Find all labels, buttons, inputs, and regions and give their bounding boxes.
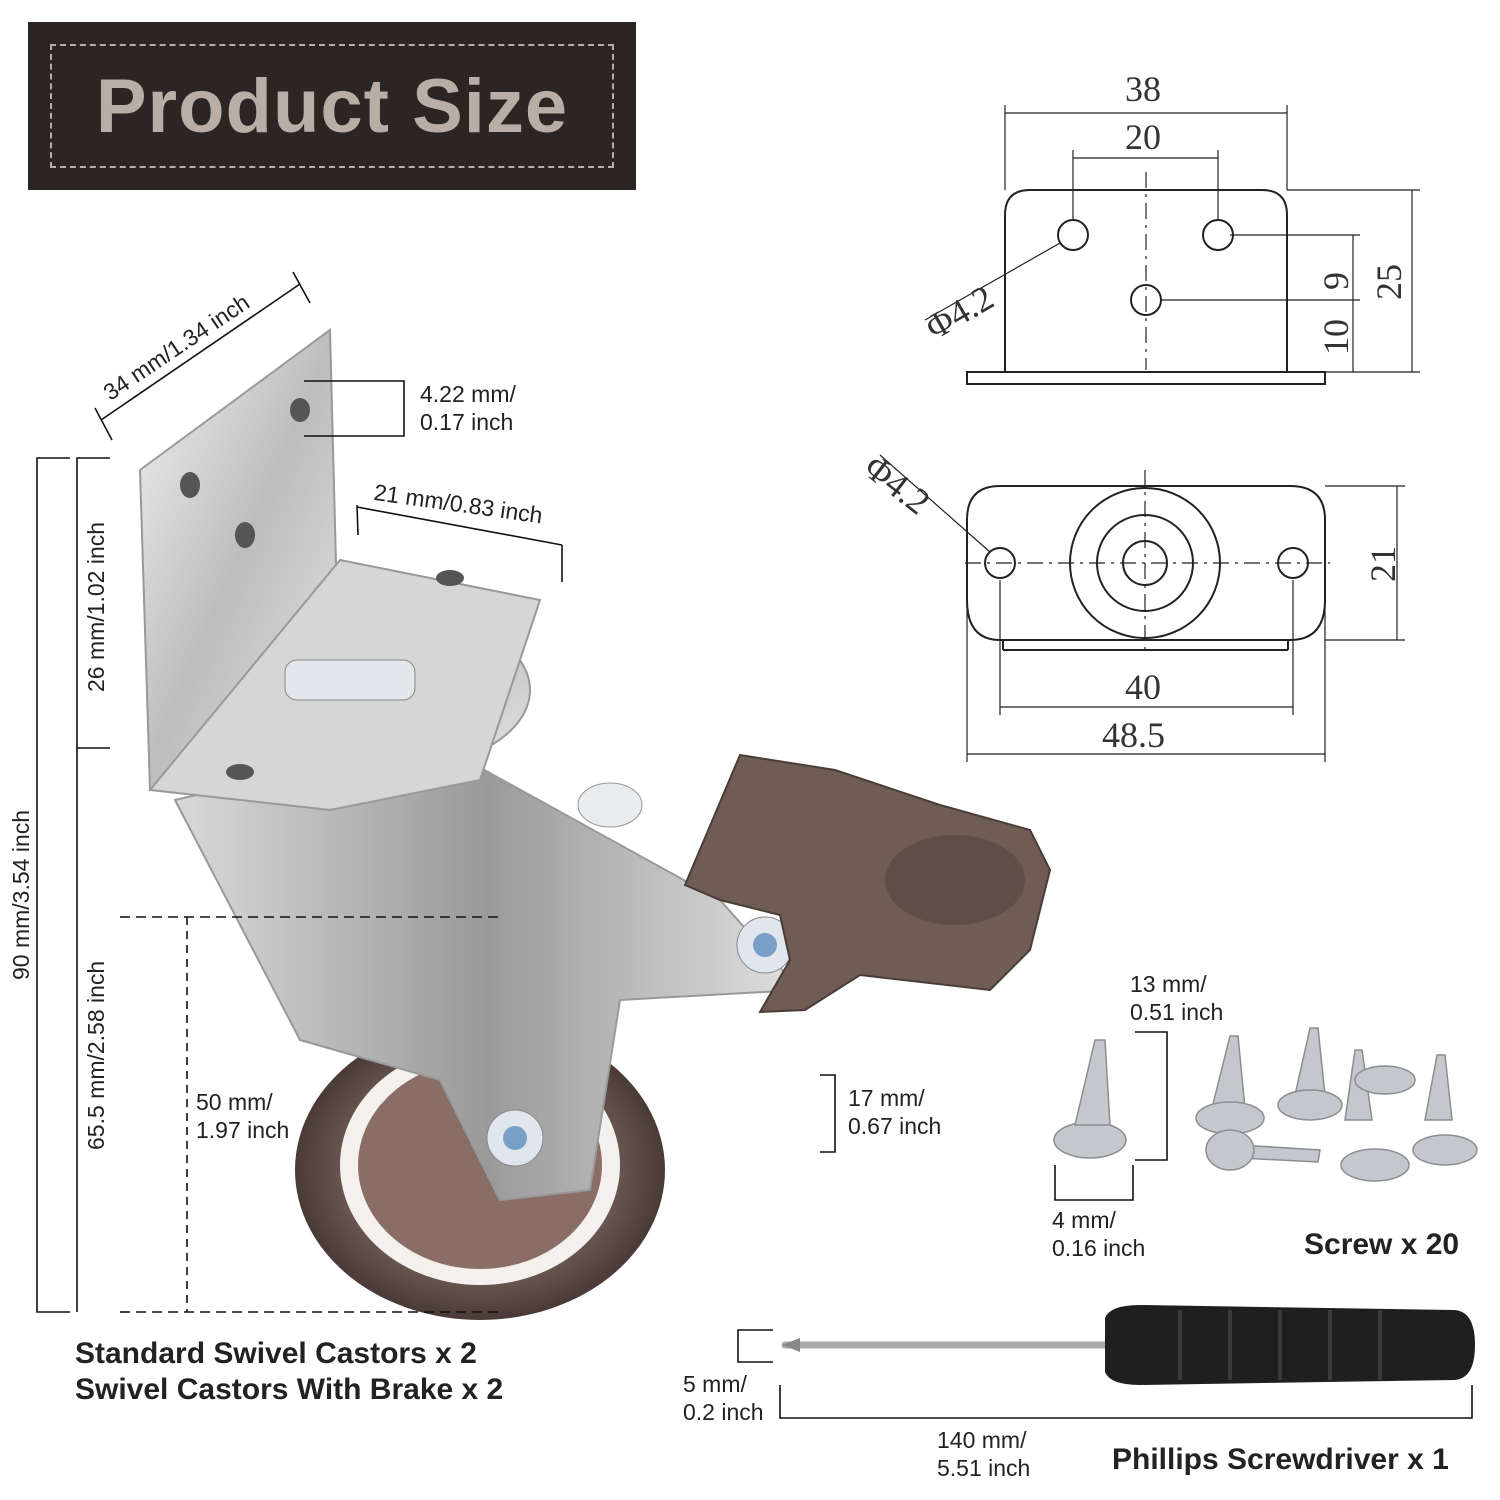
screw-dia-inch: 0.16 inch <box>1052 1235 1146 1261</box>
wheel-dia-mm: 50 mm/ <box>196 1089 273 1115</box>
castors-caption-line-2: Swivel Castors With Brake x 2 <box>75 1373 504 1406</box>
technical-drawing-bottom <box>879 454 1405 762</box>
hole-dia-inch: 0.17 inch <box>420 409 514 435</box>
bottom-width-label: 48.5 <box>1102 715 1165 755</box>
technical-drawing-top <box>924 105 1420 385</box>
wheel-width-label: 17 mm/ 0.67 inch <box>848 1084 941 1140</box>
total-height-label: 90 mm/3.54 inch <box>8 809 34 980</box>
bottom-depth-label: 21 <box>1363 546 1403 582</box>
fork-shape <box>173 738 803 1202</box>
screwdriver-caption: Phillips Screwdriver x 1 <box>1112 1443 1449 1476</box>
hole-dia-mm: 4.22 mm/ <box>420 381 516 407</box>
top-width-label: 38 <box>1125 69 1161 109</box>
screwdriver-length-label: 140 mm/ 5.51 inch <box>937 1426 1030 1482</box>
top-height-label: 25 <box>1369 264 1409 300</box>
screwdriver-length-inch: 5.51 inch <box>937 1455 1031 1481</box>
screw-dia-label: 4 mm/ 0.16 inch <box>1052 1206 1145 1262</box>
screws-image <box>1053 1027 1478 1182</box>
screws-caption: Screw x 20 <box>1304 1228 1460 1261</box>
tip-inch: 0.2 inch <box>683 1399 764 1425</box>
hole-dia-label: 4.22 mm/ 0.17 inch <box>420 380 516 436</box>
wheel-dia-label: 50 mm/ 1.97 inch <box>196 1088 289 1144</box>
bracket-height-label: 26 mm/1.02 inch <box>83 521 109 692</box>
wheel-width-mm: 17 mm/ <box>848 1085 925 1111</box>
photo-dimension-lines <box>36 271 836 1313</box>
tip-mm: 5 mm/ <box>683 1371 747 1397</box>
wheel-width-inch: 0.67 inch <box>848 1113 942 1139</box>
screw-dimension-lines <box>1054 1031 1168 1201</box>
title-banner: Product Size <box>28 22 636 190</box>
castor-image <box>138 328 1052 1320</box>
title-frame: Product Size <box>50 44 614 168</box>
tip-label: 5 mm/ 0.2 inch <box>683 1370 764 1426</box>
screw-dia-mm: 4 mm/ <box>1052 1207 1116 1233</box>
wheel-dia-inch: 1.97 inch <box>196 1117 290 1143</box>
screw-length-label: 13 mm/ 0.51 inch <box>1130 970 1223 1026</box>
top-hole-spacing-label: 20 <box>1125 117 1161 157</box>
screwdriver-length-mm: 140 mm/ <box>937 1427 1027 1453</box>
screw-length-mm: 13 mm/ <box>1130 971 1207 997</box>
screw-length-inch: 0.51 inch <box>1130 999 1224 1025</box>
top-lower-gap-label: 10 <box>1316 319 1356 355</box>
bottom-hole-spacing-label: 40 <box>1125 667 1161 707</box>
top-upper-gap-label: 9 <box>1316 272 1356 290</box>
brake-pedal-shape <box>683 753 1052 1014</box>
screwdriver-image <box>781 1305 1475 1385</box>
castors-caption: Standard Swivel Castors x 2 Swivel Casto… <box>75 1336 503 1408</box>
castors-caption-line-1: Standard Swivel Castors x 2 <box>75 1337 477 1370</box>
screwdriver-dimension-lines <box>737 1329 1473 1419</box>
page-title: Product Size <box>95 63 569 149</box>
wheel-height-label: 65.5 mm/2.58 inch <box>83 960 109 1150</box>
